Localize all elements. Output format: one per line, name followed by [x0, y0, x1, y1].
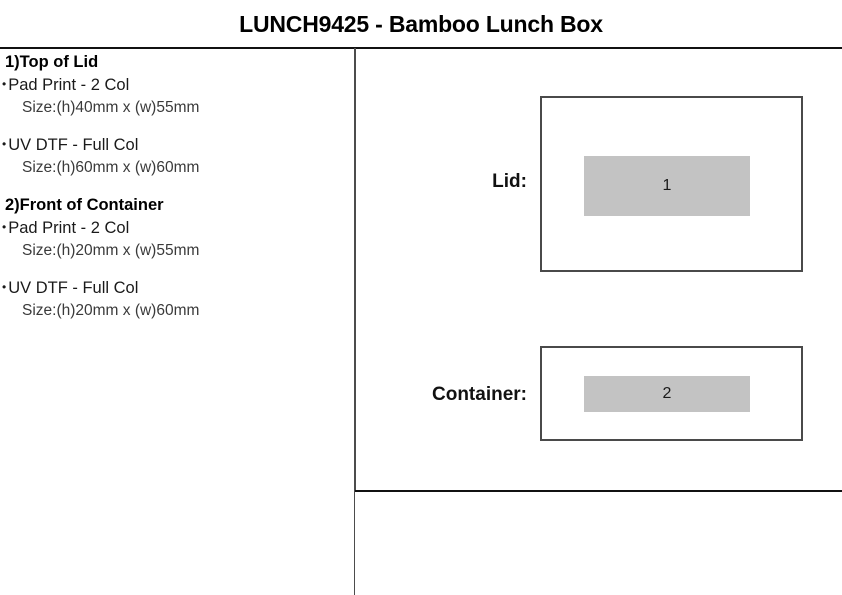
spec-method-name: UV DTF - Full Col	[8, 279, 139, 297]
artwork-box-container: 2	[540, 346, 803, 441]
spec-method: •Pad Print - 2 Col	[0, 216, 352, 240]
lower-empty-panel	[355, 492, 842, 595]
column-divider	[354, 48, 356, 595]
spec-method: •UV DTF - Full Col	[0, 133, 352, 157]
bullet-icon: •	[2, 137, 7, 151]
artwork-box-lid: 1	[540, 96, 803, 272]
spec-method-size: Size:(h)60mm x (w)60mm	[22, 159, 200, 176]
spec-spacer	[0, 262, 352, 276]
spec-method-name: Pad Print - 2 Col	[8, 219, 130, 237]
spec-method-name: Pad Print - 2 Col	[8, 76, 130, 94]
spec-group-heading: 1)Top of Lid	[5, 53, 99, 71]
spec-method-size: Size:(h)40mm x (w)55mm	[22, 99, 200, 116]
artwork-label-container: Container:	[432, 384, 527, 405]
bullet-icon: •	[2, 280, 7, 294]
spec-method-size: Size:(h)20mm x (w)60mm	[22, 302, 200, 319]
artwork-row-container: Container: 2	[355, 346, 842, 441]
spec-group-container: 2)Front of Container •Pad Print - 2 Col …	[0, 195, 352, 322]
spec-method: •Pad Print - 2 Col	[0, 73, 352, 97]
spec-group-lid: 1)Top of Lid •Pad Print - 2 Col Size:(h)…	[0, 52, 352, 179]
bullet-icon: •	[2, 77, 7, 91]
artwork-label-lid: Lid:	[492, 171, 527, 192]
print-area-2: 2	[584, 376, 750, 412]
artwork-row-lid: Lid: 1	[355, 96, 842, 272]
spec-method: •UV DTF - Full Col	[0, 276, 352, 300]
bullet-icon: •	[2, 220, 7, 234]
spec-method-name: UV DTF - Full Col	[8, 136, 139, 154]
spec-group-heading: 2)Front of Container	[5, 196, 164, 214]
page-title: LUNCH9425 - Bamboo Lunch Box	[239, 11, 603, 37]
spec-method-size: Size:(h)20mm x (w)55mm	[22, 242, 200, 259]
print-area-1: 1	[584, 156, 750, 216]
specification-column: 1)Top of Lid •Pad Print - 2 Col Size:(h)…	[0, 52, 352, 336]
header-divider	[0, 47, 842, 49]
artwork-section-divider	[355, 490, 842, 492]
spec-spacer	[0, 119, 352, 133]
